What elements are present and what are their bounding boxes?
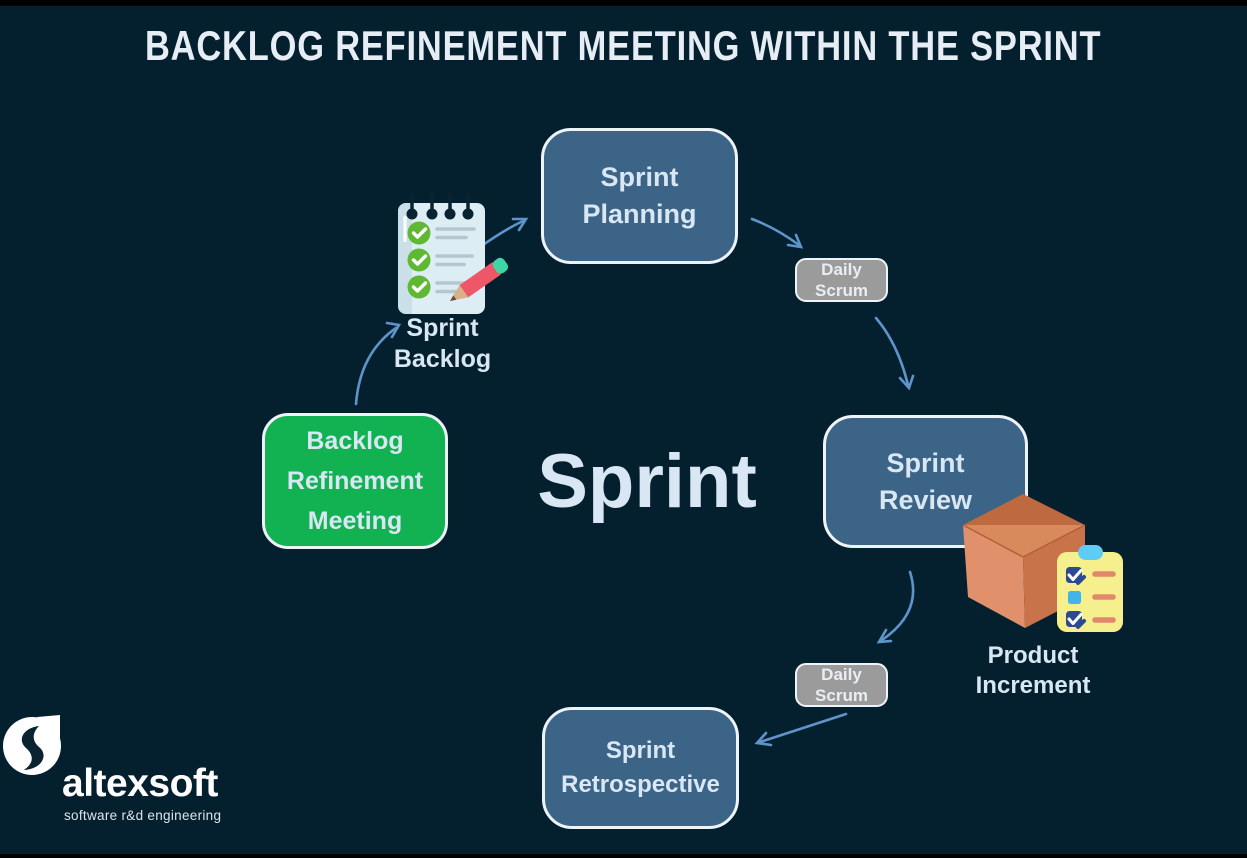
bottom-edge-bar — [0, 854, 1247, 858]
sprint-backlog-label: Sprint Backlog — [393, 314, 492, 373]
arrow-head — [511, 217, 529, 232]
arrow-backlog-to-planning — [478, 219, 525, 249]
node-sprint-retrospective: Sprint Retrospective — [542, 707, 739, 829]
binder-rings — [410, 192, 470, 214]
arrow-dailyscrum-to-retrospective — [758, 712, 848, 744]
clipboard-checklist-icon — [1057, 545, 1123, 632]
pencil-icon — [450, 257, 509, 301]
node-daily-scrum-top: Daily Scrum — [795, 258, 888, 302]
arrow-review-to-dailyscrum — [880, 570, 915, 642]
node-sprint-review: Sprint Review — [823, 415, 1028, 548]
altexsoft-logo: altexsoft software r&d engineering — [3, 710, 233, 835]
sprint-center-label: Sprint — [537, 439, 757, 524]
arrow-head — [786, 233, 804, 249]
page-title: BACKLOG REFINEMENT MEETING WITHIN THE SP… — [145, 22, 1102, 69]
arrow-dailyscrum-to-review — [874, 316, 910, 387]
arrow-head — [754, 731, 773, 747]
arrow-head — [876, 628, 893, 644]
node-backlog-refinement-meeting: Backlog Refinement Meeting — [262, 413, 448, 549]
top-edge-bar — [0, 0, 1247, 6]
arrow-head — [898, 374, 915, 391]
logo-mark — [3, 715, 61, 775]
logo-tagline: software r&d engineering — [64, 808, 222, 823]
node-daily-scrum-bottom: Daily Scrum — [795, 663, 888, 707]
arrow-planning-to-dailyscrum — [750, 217, 801, 247]
logo-wordmark: altexsoft — [62, 762, 218, 805]
checklist-rows — [407, 221, 476, 299]
product-increment-label: Product Increment — [975, 642, 1091, 699]
title-wrap: BACKLOG REFINEMENT MEETING WITHIN THE SP… — [0, 22, 1247, 70]
node-sprint-planning: Sprint Planning — [541, 128, 738, 264]
altexsoft-logo-icon — [3, 715, 61, 775]
